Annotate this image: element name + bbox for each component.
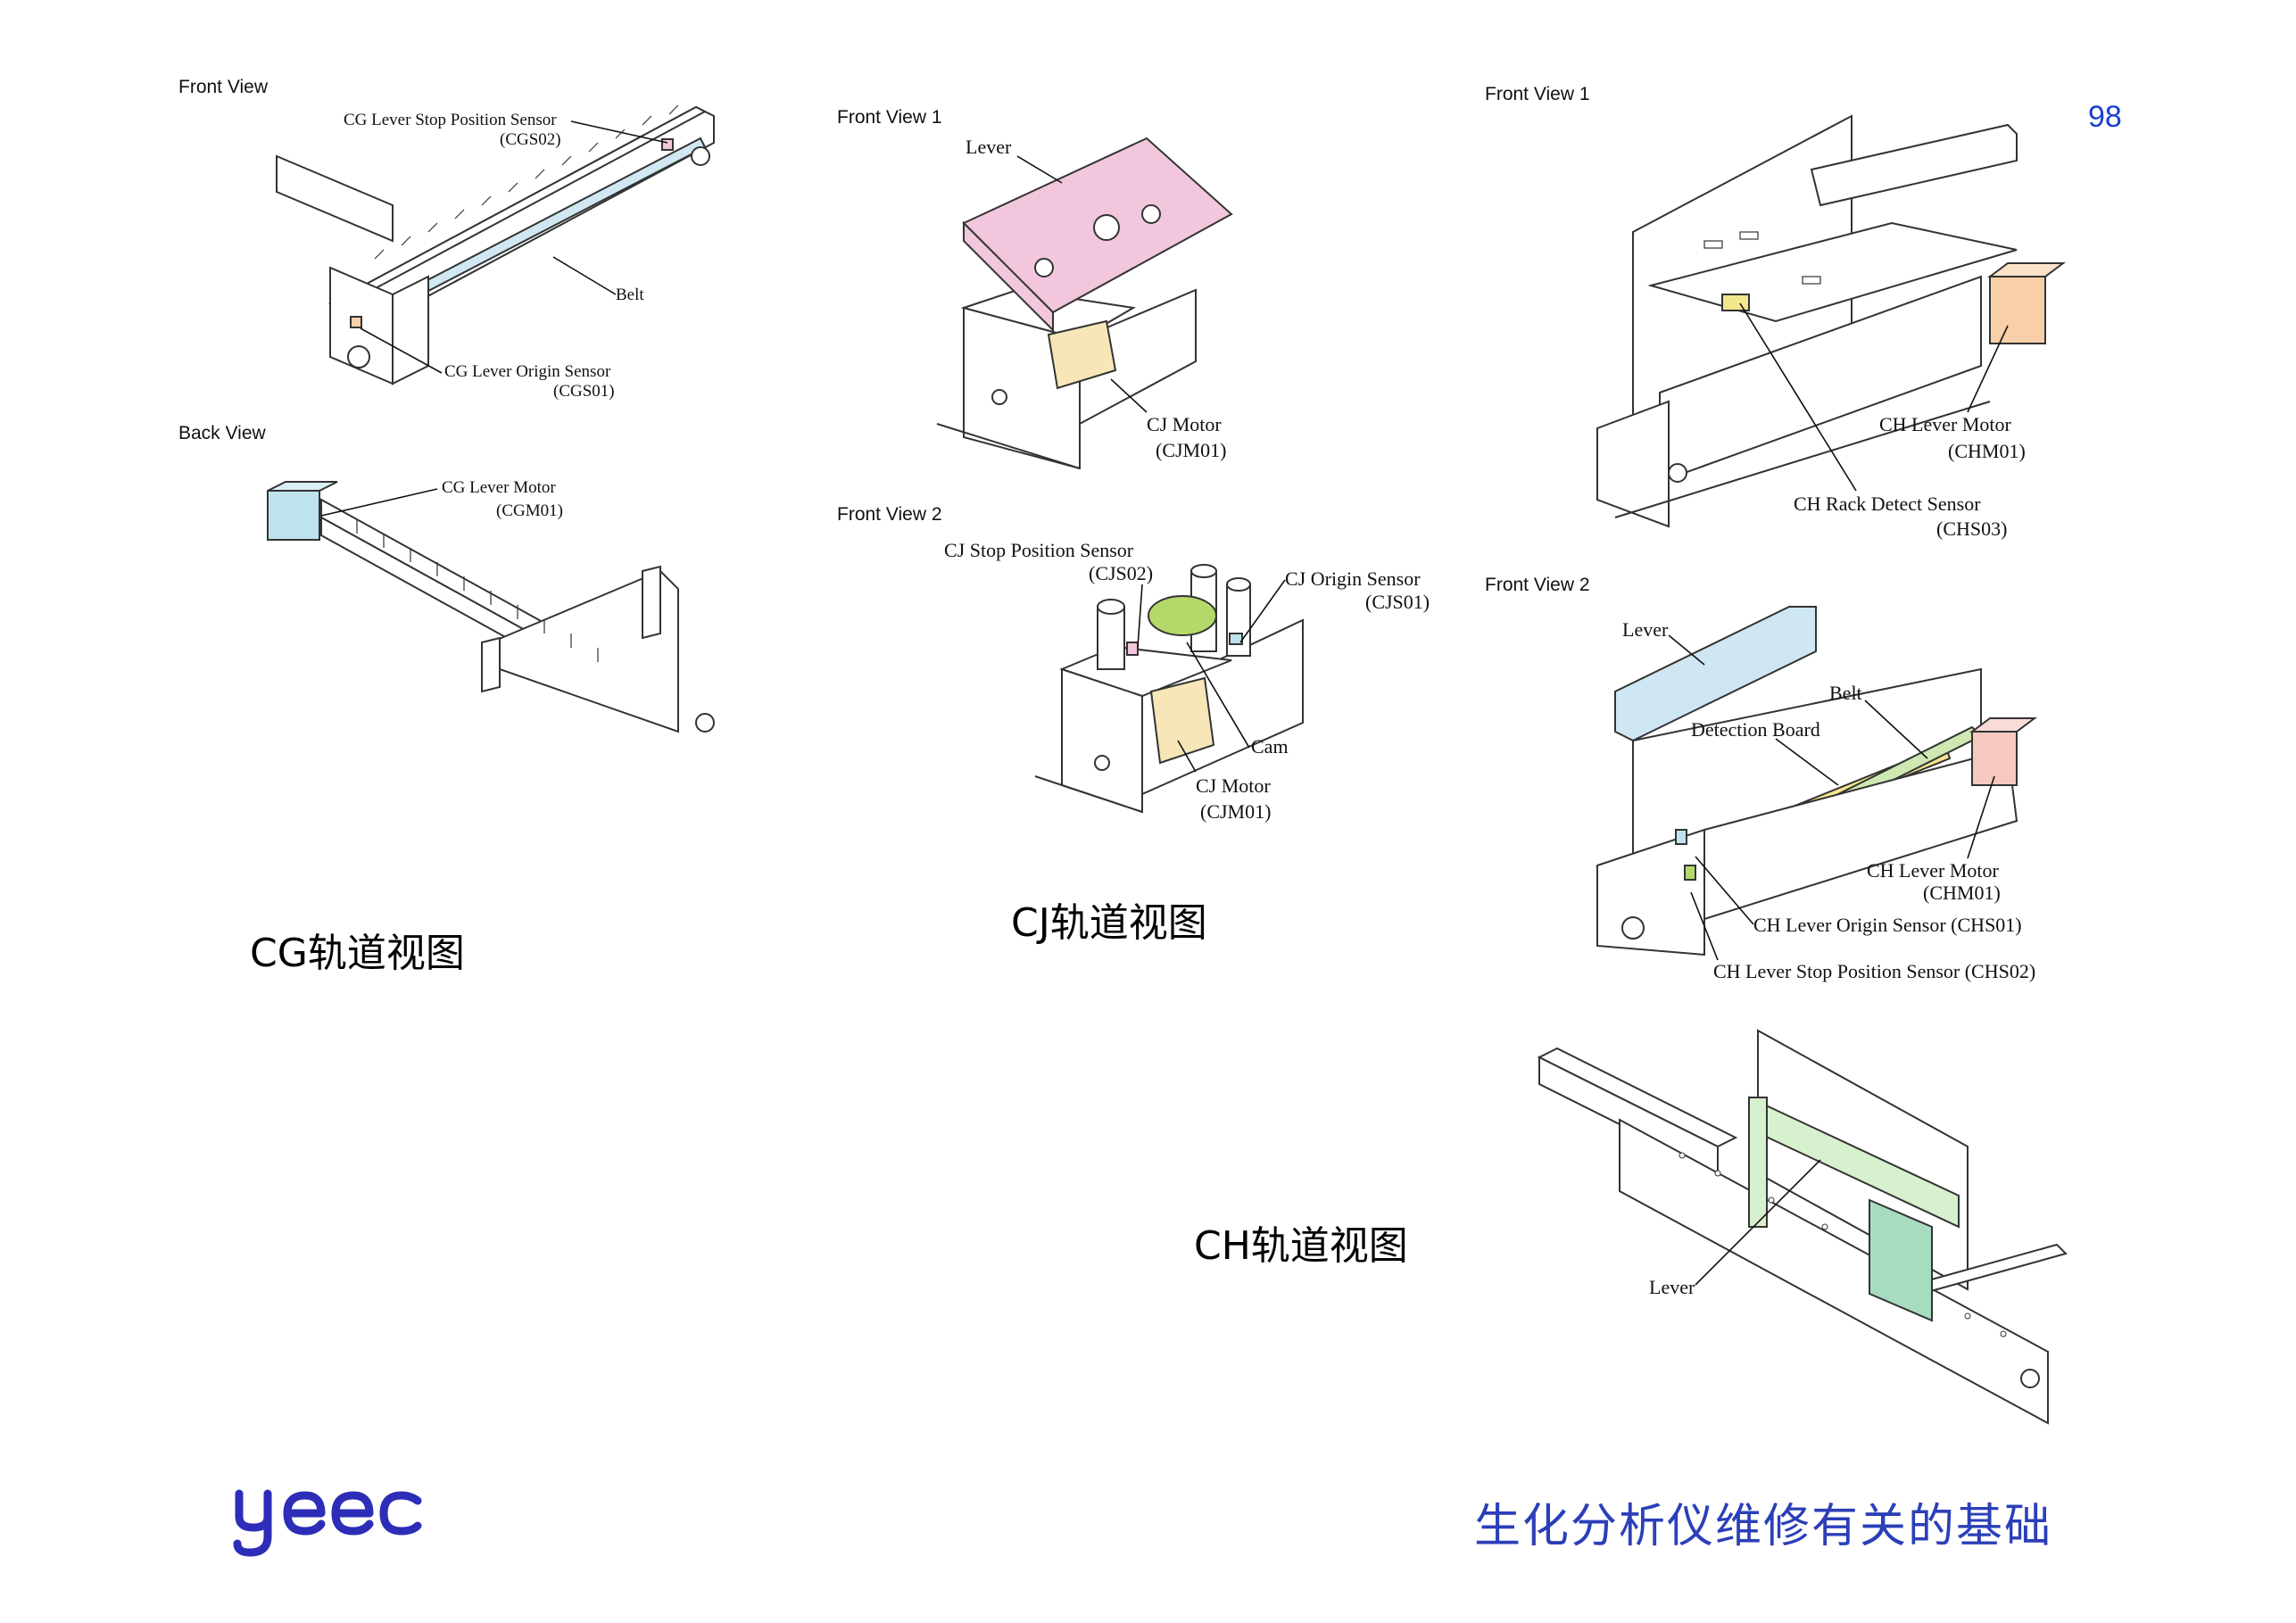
cj-front-view-2-label: Front View 2 — [837, 504, 942, 525]
cj-lever-label: Lever — [966, 136, 1012, 158]
cj-motor-1-label: CJ Motor — [1147, 413, 1222, 435]
cj-origin-sensor-label: CJ Origin Sensor — [1285, 567, 1421, 590]
ch-motor-2-code: (CHM01) — [1923, 882, 2001, 904]
cj-caption: CJ轨道视图 — [1011, 900, 1207, 946]
cg-caption: CG轨道视图 — [250, 931, 465, 976]
cj-motor-2-label: CJ Motor — [1196, 774, 1271, 797]
cg-front-view-diagram — [276, 104, 715, 385]
yeec-logo: yeec — [233, 1489, 422, 1557]
cj-cam-label: Cam — [1251, 735, 1289, 758]
ch-detection-board-label: Detection Board — [1691, 718, 1820, 741]
ch-rack-sensor-label: CH Rack Detect Sensor — [1794, 493, 1981, 515]
cg-back-view-label: Back View — [178, 423, 266, 443]
cj-motor-2-code: (CJM01) — [1200, 800, 1272, 823]
cj-front-view-1-label: Front View 1 — [837, 107, 942, 128]
cg-belt-label: Belt — [616, 286, 644, 304]
cg-origin-sensor-code: (CGS01) — [553, 382, 615, 401]
cg-stop-sensor-label: CG Lever Stop Position Sensor — [344, 111, 557, 129]
ch-front-view-1-label: Front View 1 — [1485, 84, 1590, 104]
ch-lever-2-label: Lever — [1622, 618, 1669, 641]
ch-front-view-1-diagram — [1596, 114, 2066, 528]
cg-stop-sensor-code: (CGS02) — [500, 130, 561, 149]
ch-lever-3-label: Lever — [1649, 1276, 1695, 1298]
ch-motor-2-label: CH Lever Motor — [1867, 859, 1999, 882]
cg-back-view-diagram — [267, 481, 715, 733]
cg-motor-code: (CGM01) — [496, 501, 563, 520]
cg-front-view-label: Front View — [178, 77, 268, 97]
cj-stop-sensor-code: (CJS02) — [1089, 562, 1154, 584]
ch-front-view-2-label: Front View 2 — [1485, 575, 1590, 595]
cj-stop-sensor-label: CJ Stop Position Sensor — [944, 539, 1134, 561]
ch-motor-1-code: (CHM01) — [1948, 440, 2026, 462]
cj-front-view-1-diagram — [936, 137, 1233, 470]
ch-lever-view-diagram — [1537, 1029, 2068, 1425]
ch-caption: CH轨道视图 — [1194, 1223, 1408, 1269]
cg-origin-sensor-label: CG Lever Origin Sensor — [444, 362, 611, 381]
ch-origin-sensor-label: CH Lever Origin Sensor (CHS01) — [1753, 914, 2022, 936]
ch-stop-sensor-label: CH Lever Stop Position Sensor (CHS02) — [1713, 960, 2036, 982]
page-number: 98 — [2088, 100, 2122, 134]
cj-motor-1-code: (CJM01) — [1156, 439, 1227, 461]
footer-title: 生化分析仪维修有关的基础 — [1474, 1500, 2053, 1553]
ch-rack-sensor-code: (CHS03) — [1936, 518, 2008, 540]
cj-origin-sensor-code: (CJS01) — [1365, 591, 1430, 613]
cg-motor-label: CG Lever Motor — [442, 478, 556, 497]
ch-belt-label: Belt — [1829, 682, 1862, 704]
cj-front-view-2-diagram — [1034, 564, 1304, 814]
ch-motor-1-label: CH Lever Motor — [1879, 413, 2011, 435]
